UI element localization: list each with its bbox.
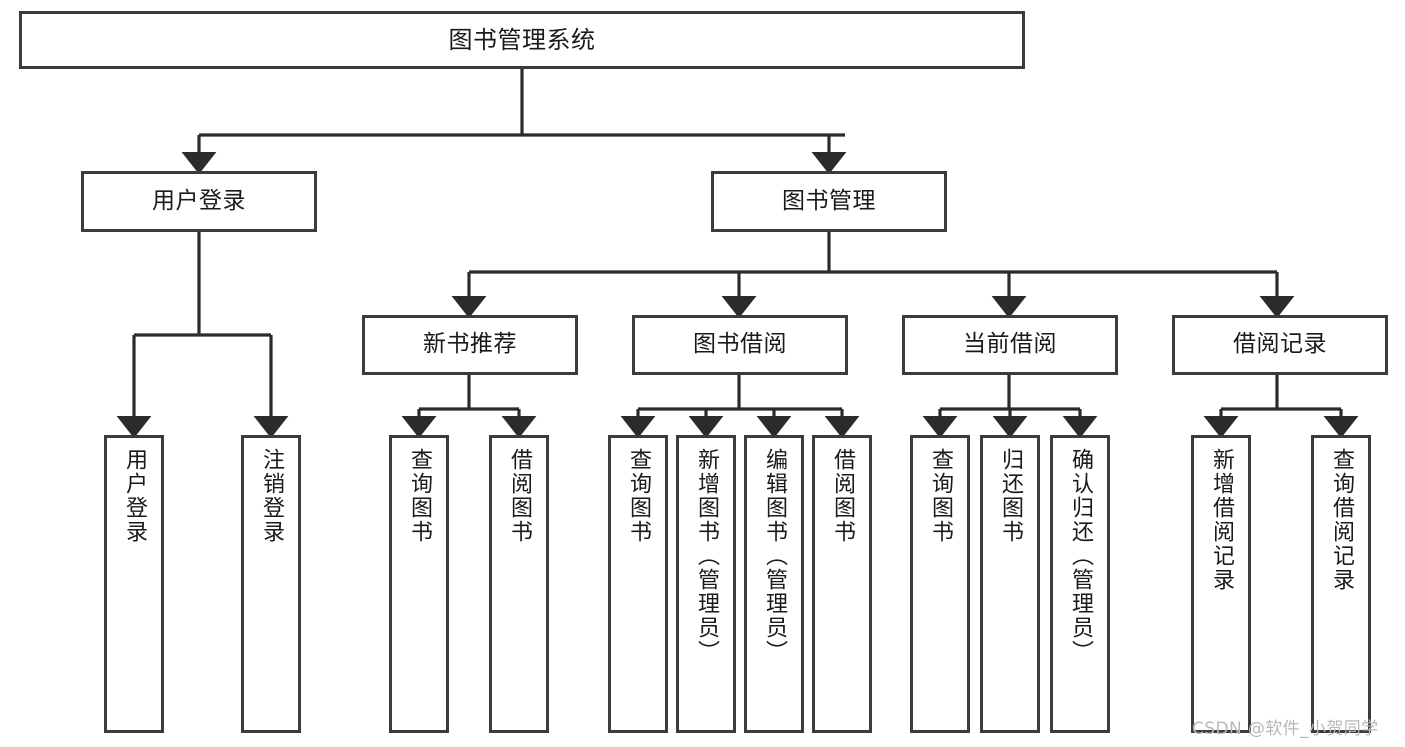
node-book-borrow[interactable]: 图书借阅 (632, 315, 848, 375)
leaf-label: 归还图书 (997, 448, 1023, 544)
node-new-book-recommend[interactable]: 新书推荐 (362, 315, 578, 375)
node-user-login-label: 用户登录 (152, 187, 246, 214)
node-book-borrow-label: 图书借阅 (693, 331, 787, 358)
node-current-borrow-label: 当前借阅 (963, 331, 1057, 358)
leaf-new-book-query-book[interactable]: 查询图书 (389, 435, 449, 733)
leaf-label: 编辑图书（管理员） (761, 448, 787, 664)
leaf-label: 查询图书 (927, 448, 953, 544)
node-new-book-recommend-label: 新书推荐 (423, 331, 517, 358)
leaf-label: 查询图书 (406, 448, 432, 544)
leaf-book-borrow-query-book[interactable]: 查询图书 (608, 435, 668, 733)
leaf-label: 新增图书（管理员） (693, 448, 719, 664)
node-book-management[interactable]: 图书管理 (711, 171, 947, 232)
leaf-borrow-record-add-record[interactable]: 新增借阅记录 (1191, 435, 1251, 733)
csdn-watermark: CSDN @软件_小贺同学 (1192, 719, 1379, 739)
node-user-login[interactable]: 用户登录 (81, 171, 317, 232)
leaf-current-borrow-query-book[interactable]: 查询图书 (910, 435, 970, 733)
node-borrow-record[interactable]: 借阅记录 (1172, 315, 1388, 375)
leaf-current-borrow-confirm-return-admin[interactable]: 确认归还（管理员） (1050, 435, 1110, 733)
leaf-new-book-borrow-book[interactable]: 借阅图书 (489, 435, 549, 733)
leaf-label: 确认归还（管理员） (1067, 448, 1093, 664)
node-book-management-label: 图书管理 (782, 187, 876, 214)
leaf-label: 借阅图书 (506, 448, 532, 544)
leaf-label: 用户登录 (121, 448, 147, 544)
leaf-book-borrow-add-book-admin[interactable]: 新增图书（管理员） (676, 435, 736, 733)
node-current-borrow[interactable]: 当前借阅 (902, 315, 1118, 375)
node-root-book-management-system[interactable]: 图书管理系统 (19, 11, 1025, 69)
leaf-label: 查询图书 (625, 448, 651, 544)
leaf-user-login-logout[interactable]: 注销登录 (241, 435, 301, 733)
node-root-label: 图书管理系统 (448, 25, 596, 54)
leaf-label: 借阅图书 (829, 448, 855, 544)
node-borrow-record-label: 借阅记录 (1233, 331, 1327, 358)
leaf-book-borrow-edit-book-admin[interactable]: 编辑图书（管理员） (744, 435, 804, 733)
leaf-label: 查询借阅记录 (1328, 448, 1354, 592)
leaf-label: 新增借阅记录 (1208, 448, 1234, 592)
leaf-borrow-record-query-record[interactable]: 查询借阅记录 (1311, 435, 1371, 733)
leaf-book-borrow-borrow-book[interactable]: 借阅图书 (812, 435, 872, 733)
leaf-label: 注销登录 (258, 448, 284, 544)
leaf-current-borrow-return-book[interactable]: 归还图书 (980, 435, 1040, 733)
leaf-user-login-login[interactable]: 用户登录 (104, 435, 164, 733)
